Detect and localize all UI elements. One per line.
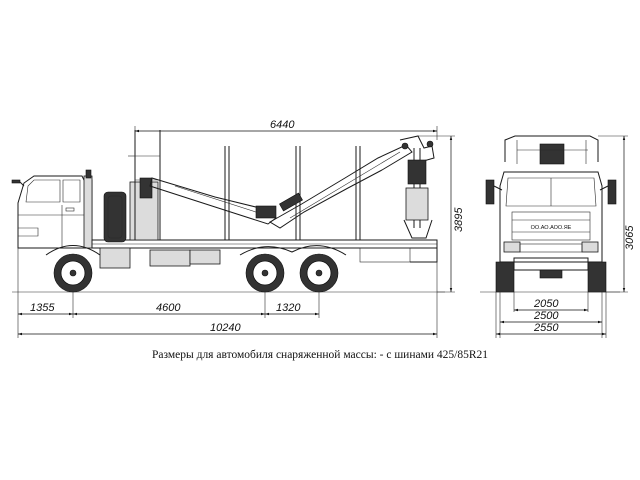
rear-wheel-1 xyxy=(245,253,285,293)
fuel-tank xyxy=(99,247,131,269)
grapple xyxy=(405,187,429,221)
dim-total-length: 10240 xyxy=(210,322,241,334)
front-wheel xyxy=(45,245,101,293)
dim-total-height: 3895 xyxy=(453,207,465,232)
boom-knuckle xyxy=(255,205,277,219)
front-dimensions: 3065 2050 2500 2550 xyxy=(495,135,636,338)
grille-plate: ОО.АО.АОО.ЯЕ xyxy=(531,225,572,231)
rear-fenders xyxy=(239,245,347,256)
front-wheel-right xyxy=(587,261,607,293)
chassis-frame xyxy=(91,239,438,269)
cab-side-window xyxy=(62,179,81,203)
dim-track-width: 2050 xyxy=(533,298,559,310)
drawing-caption: Размеры для автомобиля снаряженной массы… xyxy=(151,349,489,361)
grapple-rotator xyxy=(407,159,427,185)
dim-front-overhang: 1355 xyxy=(30,302,55,314)
cab-mirror xyxy=(11,179,21,184)
dim-crane-length: 6440 xyxy=(270,119,295,131)
front-bumper xyxy=(513,257,589,271)
front-wheel-left xyxy=(495,261,515,293)
crane-column-front xyxy=(539,143,565,165)
side-view xyxy=(11,130,445,293)
exhaust-stack xyxy=(83,175,93,249)
windshield-front xyxy=(505,177,597,207)
dim-wheelbase-main: 4600 xyxy=(156,302,181,314)
dim-max-width: 2550 xyxy=(533,322,559,334)
rear-wheel-2 xyxy=(299,253,339,293)
grille xyxy=(511,211,591,241)
crane-boom xyxy=(149,135,435,239)
headlight-left xyxy=(503,241,521,253)
spare-wheel xyxy=(103,191,127,243)
dim-front-height: 3065 xyxy=(624,225,636,250)
dim-rear-axle-spacing: 1320 xyxy=(276,302,301,314)
mirror-right xyxy=(607,179,617,205)
stanchions xyxy=(224,146,361,240)
crane-column xyxy=(139,177,153,199)
cab xyxy=(11,169,93,249)
dim-body-width: 2500 xyxy=(533,310,559,322)
side-dimensions: 6440 3895 1355 4600 1320 10240 xyxy=(17,119,465,338)
battery-box xyxy=(149,249,191,267)
mirror-left xyxy=(485,179,495,205)
crane-tower xyxy=(103,130,161,243)
cab-windshield xyxy=(25,179,61,203)
crane-top-front xyxy=(504,135,599,162)
front-view: ОО.АО.АОО.ЯЕ xyxy=(480,135,620,293)
headlight-right xyxy=(581,241,599,253)
